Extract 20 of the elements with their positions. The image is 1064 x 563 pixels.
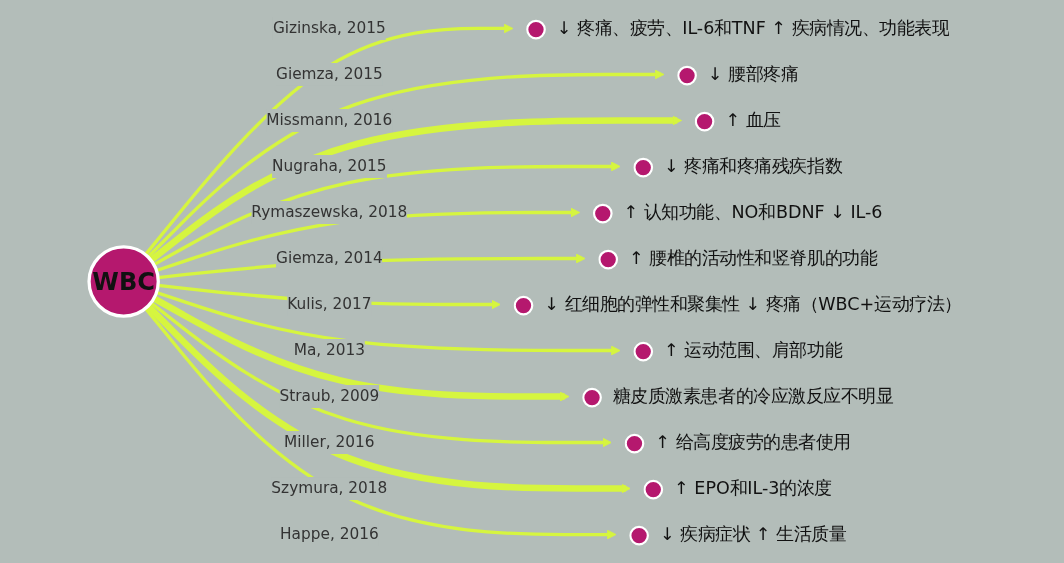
- arrow: [144, 23, 514, 256]
- edge-label: Miller, 2016: [284, 433, 375, 451]
- edge-label: Kulis, 2017: [287, 295, 372, 313]
- edge-label: Missmann, 2016: [266, 111, 393, 129]
- edge-label: Nugraha, 2015: [272, 157, 387, 175]
- arrow: [144, 307, 617, 540]
- arrow: [146, 69, 665, 259]
- edge-label: Happe, 2016: [280, 525, 379, 543]
- arrow: [148, 115, 682, 263]
- node-circle: WBC: [87, 245, 160, 318]
- edge-label: Giemza, 2015: [276, 65, 383, 83]
- edge-label: Giemza, 2014: [276, 249, 383, 267]
- edge-label: Rymaszewska, 2018: [251, 203, 408, 221]
- edge-label: Szymura, 2018: [271, 479, 388, 497]
- edge-label: Ma, 2013: [293, 341, 366, 359]
- arrow: [149, 301, 612, 448]
- arrow: [153, 161, 621, 267]
- edge-label: Gizinska, 2015: [272, 19, 386, 37]
- edge-label: Straub, 2009: [279, 387, 380, 405]
- arrow: [152, 295, 570, 402]
